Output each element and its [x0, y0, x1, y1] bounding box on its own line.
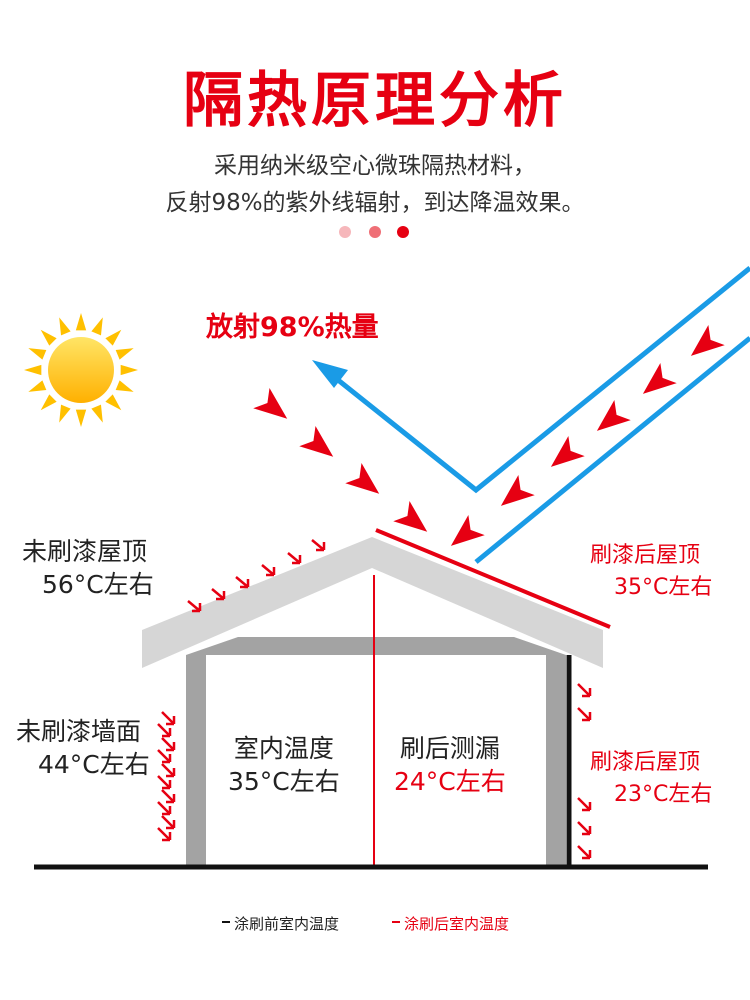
- roof-small-arrow: [211, 588, 226, 601]
- sun-ray: [105, 329, 122, 346]
- sun-ray: [91, 317, 103, 336]
- right-wall-heat-arrows: [577, 683, 592, 860]
- wall-small-arrow: [157, 775, 172, 790]
- roof-unpainted-label: 未刷漆屋顶: [22, 537, 148, 566]
- roof-painted-tag: 刷漆后屋顶 35°C左右: [590, 540, 712, 604]
- left-wall: [186, 655, 206, 867]
- roof-small-arrow: [311, 539, 326, 552]
- pagination-dot-2: [369, 226, 381, 238]
- wall-painted-tag: 刷漆后屋顶 23°C左右: [590, 747, 712, 811]
- wall-small-arrow: [161, 789, 176, 804]
- wall-small-arrow: [161, 711, 176, 726]
- pagination-dot-3: [397, 226, 409, 238]
- wall-small-arrow: [577, 683, 592, 698]
- left-wall-heat-arrows: [157, 711, 176, 842]
- indoor-after-temp: 24°C左右: [394, 767, 506, 796]
- pagination-dot-1: [339, 226, 351, 238]
- sun-ray: [40, 394, 57, 411]
- heat-arrow: [500, 474, 535, 506]
- beam-inner-line: [474, 336, 750, 564]
- sun-ray: [28, 380, 47, 392]
- roof-inner: [186, 637, 566, 655]
- wall-small-arrow: [157, 723, 172, 738]
- indoor-before-temp: 35°C左右: [228, 767, 340, 796]
- sun-ray: [115, 380, 134, 392]
- roof-unpainted-temp: 56°C左右: [42, 570, 154, 599]
- indoor-after-tag: 刷后测漏 24°C左右: [394, 732, 506, 798]
- roof-small-arrow: [187, 600, 202, 613]
- indoor-before-label: 室内温度: [233, 734, 334, 763]
- heat-arrow: [596, 399, 631, 431]
- sun-ray: [75, 313, 87, 331]
- heat-arrow: [450, 514, 485, 546]
- indoor-before-tag: 室内温度 35°C左右: [228, 732, 340, 798]
- sun-ray: [115, 348, 134, 360]
- roof-painted-temp: 35°C左右: [614, 575, 713, 600]
- wall-painted-temp: 23°C左右: [614, 782, 713, 807]
- painted-roof-line: [375, 528, 611, 629]
- wall-small-arrow: [161, 737, 176, 752]
- wall-small-arrow: [161, 763, 176, 778]
- wall-unpainted-tag: 未刷漆墙面 44°C左右: [16, 715, 150, 781]
- wall-unpainted-temp: 44°C左右: [38, 750, 150, 779]
- wall-small-arrow: [157, 801, 172, 816]
- roof: [142, 537, 603, 668]
- subtitle-line-1: 采用纳米级空心微珠隔热材料，: [214, 153, 536, 179]
- radiate-heat-label: 放射98%热量: [206, 312, 379, 343]
- light-beam: [312, 266, 750, 564]
- heat-arrow: [393, 500, 428, 532]
- reflect-arrowhead: [312, 360, 348, 388]
- legend-before: 涂刷前室内温度: [234, 915, 340, 933]
- heat-arrow: [299, 425, 334, 457]
- roof-heat-arrows: [187, 539, 326, 613]
- sun-ray: [59, 317, 71, 336]
- roof-painted-label: 刷漆后屋顶: [590, 543, 701, 568]
- roof-small-arrow: [261, 564, 276, 577]
- right-wall: [546, 655, 566, 867]
- indoor-after-label: 刷后测漏: [399, 734, 500, 763]
- wall-unpainted-label: 未刷漆墙面: [16, 717, 142, 746]
- sun-ray: [59, 404, 71, 423]
- legend-after: 涂刷后室内温度: [404, 915, 510, 933]
- sun-ray: [28, 348, 47, 360]
- roof-small-arrow: [287, 552, 302, 565]
- wall-small-arrow: [577, 821, 592, 836]
- wall-small-arrow: [157, 827, 172, 842]
- roof-small-arrow: [235, 576, 250, 589]
- page-title: 隔热原理分析: [183, 66, 567, 136]
- sun-ray: [75, 409, 87, 427]
- sun-ray: [91, 404, 103, 423]
- wall-small-arrow: [157, 749, 172, 764]
- heat-arrow: [690, 324, 725, 356]
- heat-arrow: [550, 435, 585, 467]
- heat-arrow: [253, 387, 288, 419]
- sun-ray: [120, 364, 138, 376]
- sun-ray: [24, 364, 42, 376]
- sun-ray: [40, 329, 57, 346]
- heat-arrow: [345, 462, 380, 494]
- wall-small-arrow: [577, 845, 592, 860]
- wall-painted-label: 刷漆后屋顶: [590, 750, 701, 775]
- heat-arrows: [253, 324, 725, 546]
- sun-disc: [48, 337, 114, 403]
- sun-icon: [24, 313, 138, 427]
- wall-small-arrow: [577, 797, 592, 812]
- house: [34, 528, 708, 870]
- beam-outer-line: [326, 266, 750, 494]
- wall-small-arrow: [577, 707, 592, 722]
- heat-arrow: [642, 362, 677, 394]
- roof-unpainted-tag: 未刷漆屋顶 56°C左右: [22, 535, 154, 601]
- wall-small-arrow: [161, 815, 176, 830]
- subtitle-line-2: 反射98%的紫外线辐射，到达降温效果。: [165, 190, 585, 216]
- sun-ray: [105, 394, 122, 411]
